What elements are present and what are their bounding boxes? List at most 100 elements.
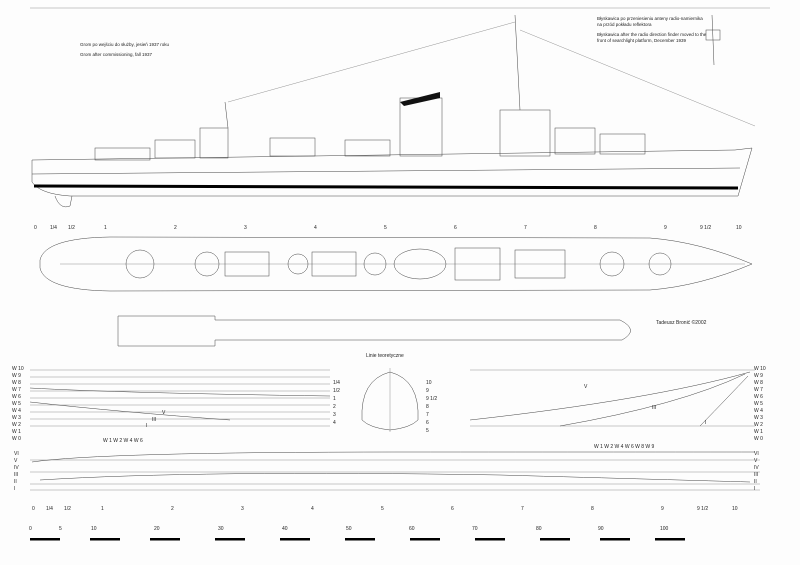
station-label: 0 bbox=[32, 506, 35, 512]
scale-label: 10 bbox=[91, 526, 97, 532]
half-breadth-aft bbox=[29, 369, 331, 427]
station-label: 6 bbox=[454, 225, 457, 231]
station-label: 7 bbox=[521, 506, 524, 512]
buttock-label: III bbox=[14, 472, 19, 478]
torpedo-mount-fwd bbox=[311, 251, 357, 277]
station-label: 1 bbox=[101, 506, 104, 512]
buttock-label: II bbox=[14, 479, 17, 485]
half-breadth-fwd bbox=[469, 369, 755, 427]
section-label: 6 bbox=[426, 420, 429, 426]
forward-stay bbox=[519, 29, 756, 127]
waterline-label: W 1 bbox=[754, 429, 763, 435]
station-label: 10 bbox=[732, 506, 738, 512]
buttock-label: IV bbox=[754, 465, 759, 471]
author-credit: Tadeusz Bronić ©2002 bbox=[656, 320, 707, 326]
deck-line bbox=[31, 167, 741, 175]
roman-label: V bbox=[584, 384, 588, 390]
station-label: 1/4 bbox=[46, 506, 53, 512]
sheer-plan bbox=[30, 451, 760, 491]
side-profile bbox=[30, 7, 770, 208]
station-label: 8 bbox=[591, 506, 594, 512]
section-label: 1 bbox=[333, 396, 336, 402]
roman-label: I bbox=[705, 420, 707, 426]
torpedo-tubes-aft bbox=[269, 137, 316, 157]
buttock-label: V bbox=[14, 458, 18, 464]
station-label: 0 bbox=[34, 225, 37, 231]
waterline-label: W 10 bbox=[754, 366, 766, 372]
station-label: 1/4 bbox=[50, 225, 57, 231]
waterline-label: W 9 bbox=[754, 373, 763, 379]
station-label: 2 bbox=[174, 225, 177, 231]
section-label: 10 bbox=[426, 380, 432, 386]
roman-label: V bbox=[162, 410, 166, 416]
scale-label: 5 bbox=[59, 526, 62, 532]
bridge bbox=[499, 109, 551, 157]
section-label: 5 bbox=[426, 428, 429, 434]
aft-superstructure bbox=[154, 139, 196, 159]
section-label: 1/2 bbox=[333, 388, 340, 394]
section-label: 7 bbox=[426, 412, 429, 418]
deck-plan-outline bbox=[39, 236, 753, 292]
roman-label: I bbox=[146, 423, 148, 429]
station-label: 1/2 bbox=[64, 506, 71, 512]
station-label: 10 bbox=[736, 225, 742, 231]
roman-label: III bbox=[652, 405, 657, 411]
scale-label: 50 bbox=[346, 526, 352, 532]
station-label: 7 bbox=[524, 225, 527, 231]
torpedo-mount-aft bbox=[224, 251, 270, 277]
lines-title: Linie teoretyczne bbox=[366, 353, 404, 359]
waterline-header-right: W 1 W 2 W 4 W 6 W 8 W 9 bbox=[594, 444, 655, 450]
scale-label: 0 bbox=[29, 526, 32, 532]
inset-dfi-antenna bbox=[705, 29, 721, 41]
waterline-label: W 9 bbox=[12, 373, 21, 379]
scale-label: 100 bbox=[660, 526, 669, 532]
body-plan bbox=[361, 368, 419, 432]
waterline-label: W 2 bbox=[12, 422, 21, 428]
deck-stencil bbox=[117, 315, 631, 347]
waterline-label: W 1 bbox=[12, 429, 21, 435]
scale-label: 70 bbox=[472, 526, 478, 532]
aft-gun-deck bbox=[94, 147, 151, 161]
scale-label: 90 bbox=[598, 526, 604, 532]
station-label: 9 bbox=[664, 225, 667, 231]
rudder bbox=[54, 195, 73, 208]
waterline-label: W 3 bbox=[12, 415, 21, 421]
aa-mount bbox=[287, 253, 309, 275]
station-label: 5 bbox=[384, 225, 387, 231]
section-label: 4 bbox=[333, 420, 336, 426]
buttock-label: II bbox=[754, 479, 757, 485]
station-label: 9 1/2 bbox=[697, 506, 709, 512]
caption-pl-left: Grom po wejściu do służby, jesień 1937 r… bbox=[80, 42, 169, 47]
station-label: 8 bbox=[594, 225, 597, 231]
aft-deckhouse bbox=[199, 127, 229, 159]
buttock-label: IV bbox=[14, 465, 19, 471]
gun-mount-aft-1 bbox=[194, 251, 220, 277]
station-label: 3 bbox=[241, 506, 244, 512]
roman-label: III bbox=[152, 417, 157, 423]
waterline-label: W 6 bbox=[754, 394, 763, 400]
station-label: 4 bbox=[314, 225, 317, 231]
station-label: 4 bbox=[311, 506, 314, 512]
waterline-label: W 3 bbox=[754, 415, 763, 421]
buttock-label: III bbox=[754, 472, 759, 478]
aa-mount-fwd bbox=[363, 252, 387, 276]
station-label: 2 bbox=[171, 506, 174, 512]
station-label: 9 1/2 bbox=[700, 225, 712, 231]
waterline-label: W 10 bbox=[12, 366, 24, 372]
scale-bar bbox=[30, 538, 685, 541]
section-label: 1/4 bbox=[333, 380, 340, 386]
waterline-label: W 5 bbox=[754, 401, 763, 407]
funnel bbox=[399, 97, 443, 157]
torpedo-tubes-fwd bbox=[344, 139, 391, 157]
waterline-label: W 8 bbox=[12, 380, 21, 386]
forward-gun-house bbox=[554, 127, 596, 155]
section-label: 8 bbox=[426, 404, 429, 410]
forward-gun bbox=[599, 133, 646, 155]
scale-label: 80 bbox=[536, 526, 542, 532]
section-label: 9 1/2 bbox=[426, 396, 438, 402]
radio-aerial bbox=[227, 21, 516, 103]
station-label: 3 bbox=[244, 225, 247, 231]
bridge-plan bbox=[514, 249, 566, 279]
waterline-header-left: W 1 W 2 W 4 W 6 bbox=[103, 438, 143, 444]
section-label: 2 bbox=[333, 404, 336, 410]
